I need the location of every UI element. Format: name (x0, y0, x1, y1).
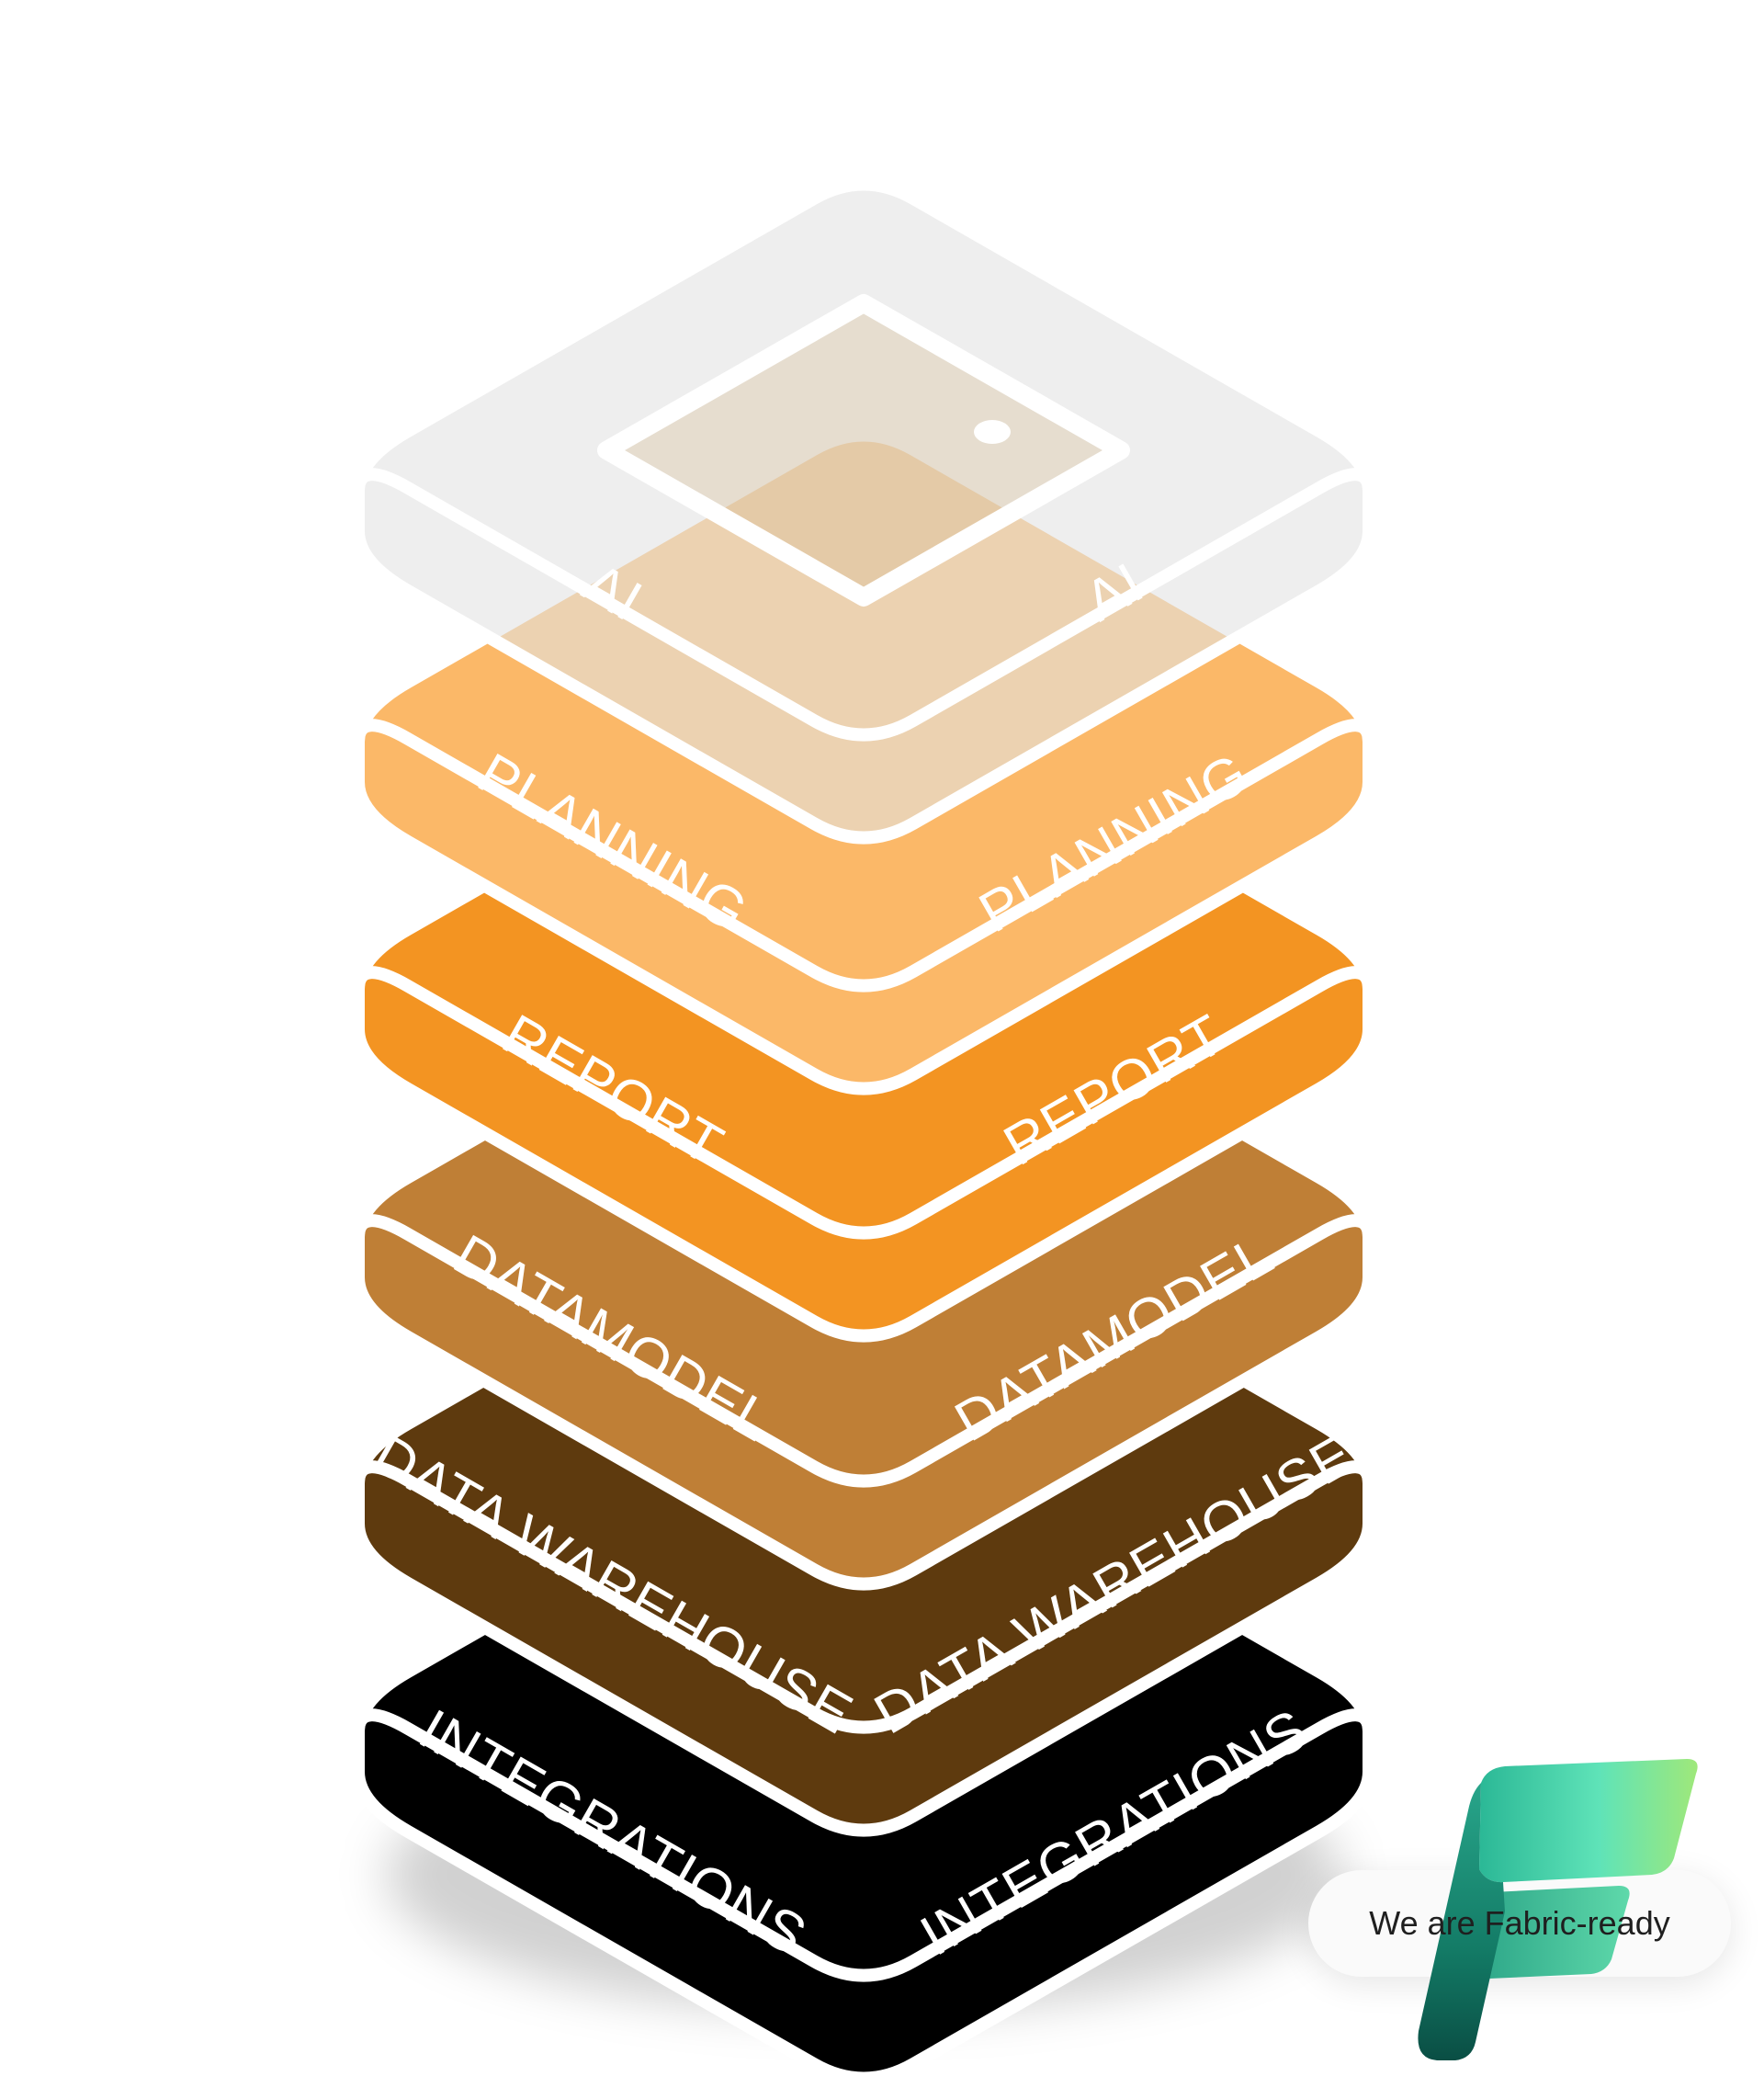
layer-rim-report (352, 966, 1375, 1240)
fabric-badge-text: We are Fabric-ready (1369, 1904, 1670, 1942)
chip-icon (597, 294, 1130, 607)
layer-slab-ai (352, 177, 1375, 845)
fabric-logo-icon (1418, 1759, 1698, 2060)
layer-rim-planning (352, 719, 1375, 993)
layer-rim-ai (352, 468, 1375, 742)
layer-rim-data-warehouse (352, 1460, 1375, 1734)
layer-rim-datamodel (352, 1214, 1375, 1488)
layer-rim-integrations (352, 1708, 1375, 1982)
